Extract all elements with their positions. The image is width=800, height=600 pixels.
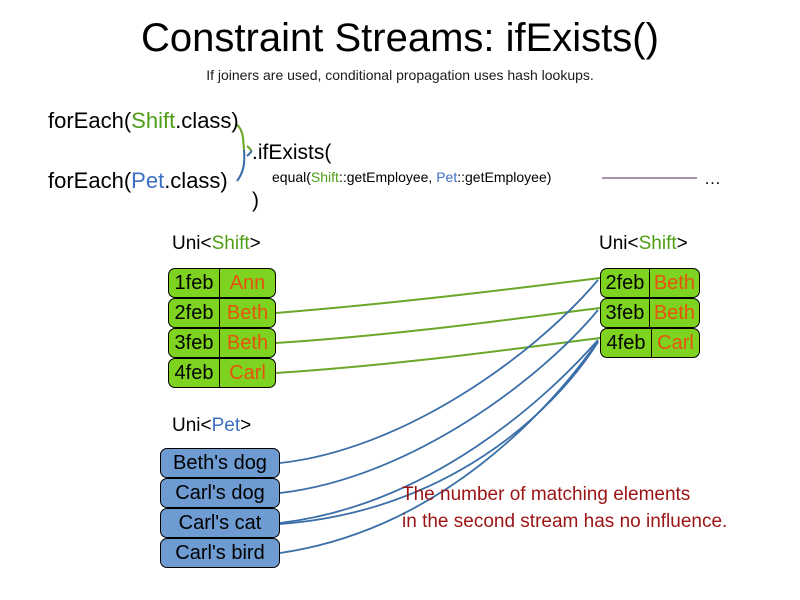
row-date: 2feb xyxy=(601,269,650,297)
list-item[interactable]: Carl's cat xyxy=(160,508,280,538)
code-foreach-shift: forEach(Shift.class) xyxy=(48,108,239,134)
code-foreach-shift-prefix: forEach( xyxy=(48,108,132,133)
pet-row-text: Carl's bird xyxy=(175,542,265,564)
table-row[interactable]: 3feb Beth xyxy=(168,328,276,358)
code-close-paren: ) xyxy=(252,189,259,212)
table-row[interactable]: 2feb Beth xyxy=(168,298,276,328)
row-date: 1feb xyxy=(169,269,220,297)
list-item[interactable]: Carl's dog xyxy=(160,478,280,508)
code-equal-mid: ::getEmployee, xyxy=(338,169,437,185)
page-title: Constraint Streams: ifExists() xyxy=(141,16,659,60)
right-shift-stream-label: Uni<Shift> xyxy=(599,233,688,255)
pet-row-text: Beth's dog xyxy=(173,452,267,474)
code-token-pet: Pet xyxy=(131,168,165,193)
table-row[interactable]: 4feb Carl xyxy=(600,328,700,358)
table-row[interactable]: 4feb Carl xyxy=(168,358,276,388)
wire-shift-2feb xyxy=(275,277,601,314)
pet-label-type: Pet xyxy=(211,415,241,436)
list-item[interactable]: Carl's bird xyxy=(160,538,280,568)
left-label-type: Shift xyxy=(211,233,250,254)
wire-shift-4feb xyxy=(275,337,601,374)
left-label-suffix: > xyxy=(249,233,261,254)
pet-row-text: Carl's cat xyxy=(178,512,262,534)
annotation-note: The number of matching elements in the s… xyxy=(402,481,774,535)
row-name: Carl xyxy=(229,362,266,384)
table-row[interactable]: 3feb Beth xyxy=(600,298,700,328)
pet-row-text: Carl's dog xyxy=(175,482,265,504)
right-label-suffix: > xyxy=(676,233,688,254)
wire-pet-beths-dog xyxy=(279,279,599,464)
row-name: Beth xyxy=(226,332,269,354)
row-name: Beth xyxy=(653,272,695,294)
pet-label-suffix: > xyxy=(240,415,252,436)
code-equal-joiner: equal(Shift::getEmployee, Pet::getEmploy… xyxy=(272,168,551,186)
row-date: 4feb xyxy=(169,359,220,387)
row-name: Carl xyxy=(657,332,694,354)
right-label-type: Shift xyxy=(638,233,677,254)
row-date: 4feb xyxy=(601,329,652,357)
wire-shift-3feb xyxy=(275,307,601,344)
code-foreach-pet-prefix: forEach( xyxy=(48,168,132,193)
list-item[interactable]: Beth's dog xyxy=(160,448,280,478)
code-foreach-pet: forEach(Pet.class) xyxy=(48,168,228,194)
code-equal-prefix: equal( xyxy=(272,169,311,185)
row-name: Beth xyxy=(226,302,269,324)
left-shift-stream-label: Uni<Shift> xyxy=(172,233,261,255)
code-equal-suffix: ::getEmployee) xyxy=(457,169,552,185)
left-label-prefix: Uni< xyxy=(172,233,212,254)
right-label-prefix: Uni< xyxy=(599,233,639,254)
code-token-shift: Shift xyxy=(131,108,176,133)
table-row[interactable]: 2feb Beth xyxy=(600,268,700,298)
code-ifexists: .ifExists( xyxy=(252,141,332,164)
row-name: Ann xyxy=(229,272,266,294)
pet-label-prefix: Uni< xyxy=(172,415,212,436)
pet-stream-label: Uni<Pet> xyxy=(172,415,251,437)
annotation-line-1: The number of matching elements xyxy=(402,484,691,505)
wire-pet-carls-dog xyxy=(279,309,599,494)
code-equal-token-pet: Pet xyxy=(436,169,458,185)
code-foreach-pet-suffix: .class) xyxy=(164,168,228,193)
table-row[interactable]: 1feb Ann xyxy=(168,268,276,298)
row-date: 2feb xyxy=(169,299,220,327)
code-foreach-shift-suffix: .class) xyxy=(175,108,239,133)
page-subtitle: If joiners are used, conditional propaga… xyxy=(206,67,594,83)
annotation-line-2: in the second stream has no influence. xyxy=(402,511,728,532)
row-date: 3feb xyxy=(169,329,220,357)
code-equal-token-shift: Shift xyxy=(310,169,339,185)
brace-stroke-pet xyxy=(236,149,246,182)
row-date: 3feb xyxy=(601,299,650,327)
code-ellipsis: … xyxy=(704,169,722,188)
row-name: Beth xyxy=(653,302,695,324)
